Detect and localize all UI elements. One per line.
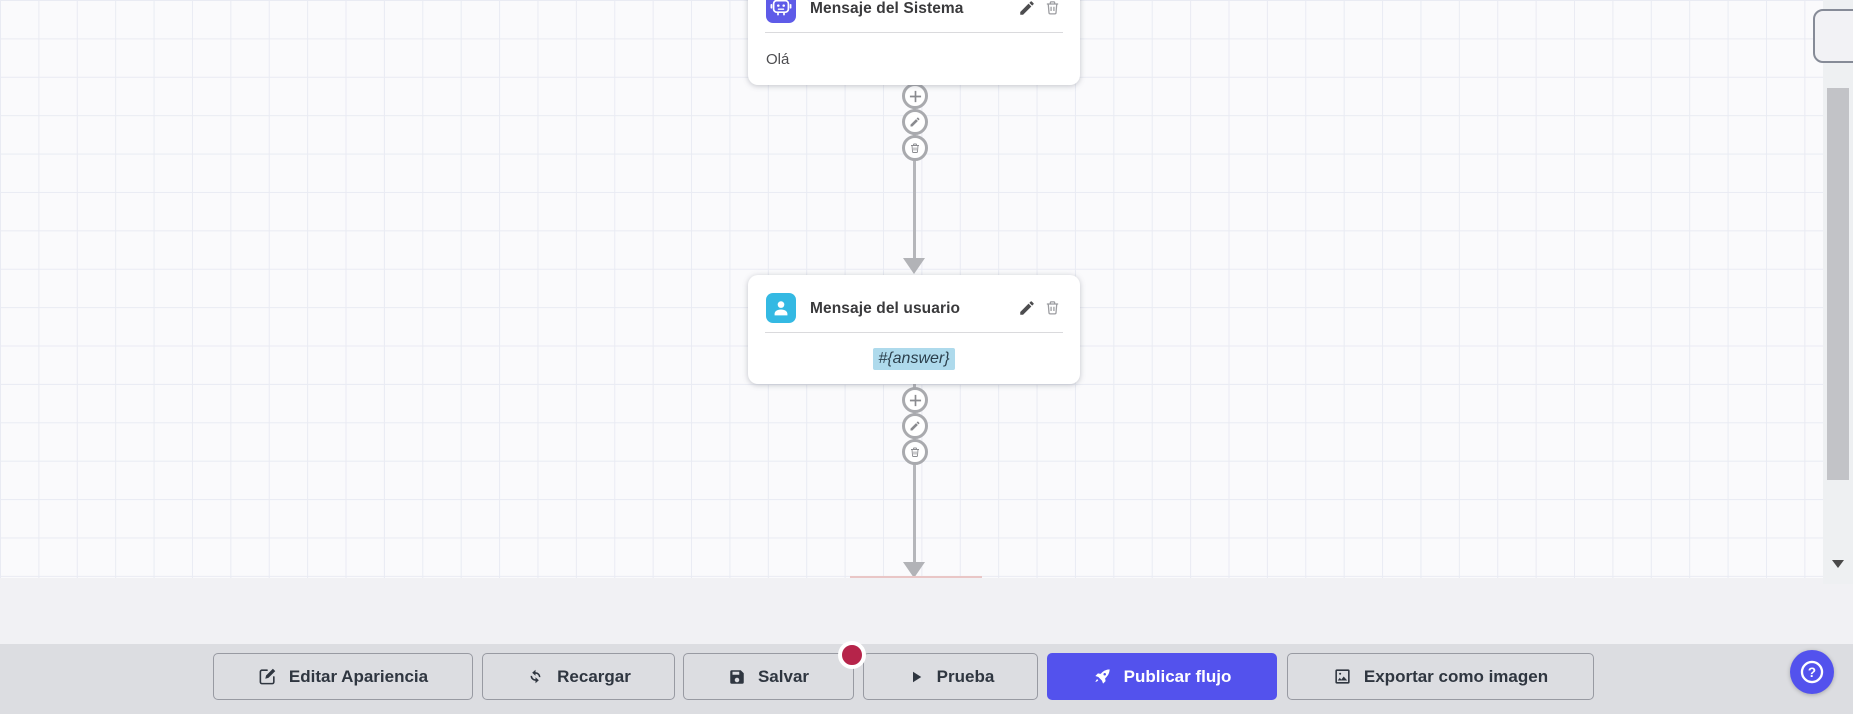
- button-label: Prueba: [936, 666, 995, 686]
- canvas-footer-strip: [0, 578, 1853, 644]
- answer-variable-chip[interactable]: #{answer}: [873, 347, 955, 370]
- bottom-toolbar: Editar Apariencia Recargar Salvar Prueba: [0, 644, 1853, 714]
- node-title: Mensaje del usuario: [810, 300, 961, 317]
- top-right-clipped-panel: [1813, 9, 1853, 63]
- connector-arrowhead-icon: [903, 258, 925, 274]
- connector-line: [913, 80, 916, 258]
- scroll-down-arrow-icon[interactable]: [1832, 560, 1844, 568]
- publish-flow-button[interactable]: Publicar flujo: [1047, 653, 1277, 700]
- node-card-system-message[interactable]: Mensaje del Sistema Olá: [748, 0, 1080, 85]
- robot-icon: [766, 0, 796, 23]
- edit-node-button[interactable]: [1018, 0, 1036, 17]
- pencil-icon: [910, 117, 920, 127]
- refresh-icon: [530, 669, 541, 684]
- delete-connector-button[interactable]: [902, 439, 928, 465]
- edit-appearance-button[interactable]: Editar Apariencia: [213, 653, 473, 700]
- divider: [765, 332, 1063, 333]
- plus-icon: [909, 90, 921, 102]
- add-node-button[interactable]: [902, 83, 928, 109]
- trash-icon: [911, 143, 919, 153]
- save-icon: [730, 669, 744, 684]
- pencil-icon: [1020, 1, 1034, 15]
- svg-text:?: ?: [1808, 665, 1816, 680]
- unsaved-changes-badge: [838, 641, 866, 669]
- edit-connector-button[interactable]: [902, 413, 928, 439]
- edit-square-icon: [259, 668, 276, 685]
- next-node-top-edge: [850, 576, 982, 578]
- help-button[interactable]: ?: [1790, 650, 1834, 694]
- question-icon: ?: [1800, 660, 1824, 684]
- trash-icon: [911, 447, 919, 457]
- edit-connector-button[interactable]: [902, 109, 928, 135]
- flow-canvas[interactable]: Mensaje del Sistema Olá Mensaje del usua…: [0, 0, 1853, 578]
- edit-node-button[interactable]: [1018, 299, 1036, 317]
- reload-button[interactable]: Recargar: [482, 653, 675, 700]
- save-button[interactable]: Salvar: [683, 653, 854, 700]
- delete-node-button[interactable]: [1044, 298, 1062, 317]
- image-icon: [1335, 669, 1350, 684]
- user-icon: [766, 293, 796, 323]
- add-node-button[interactable]: [902, 387, 928, 413]
- pencil-icon: [910, 421, 920, 431]
- delete-node-button[interactable]: [1044, 0, 1062, 17]
- button-label: Editar Apariencia: [288, 666, 429, 686]
- button-label: Exportar como imagen: [1363, 666, 1549, 686]
- node-card-user-message[interactable]: Mensaje del usuario #{answer}: [748, 275, 1080, 384]
- node-body: #{answer}: [766, 333, 1062, 384]
- node-title: Mensaje del Sistema: [810, 0, 964, 17]
- node-body-text: Olá: [766, 50, 790, 68]
- button-label: Recargar: [557, 666, 631, 686]
- export-image-button[interactable]: Exportar como imagen: [1287, 653, 1594, 700]
- connector-line: [913, 384, 916, 562]
- test-button[interactable]: Prueba: [863, 653, 1038, 700]
- delete-connector-button[interactable]: [902, 135, 928, 161]
- rocket-icon: [1095, 669, 1110, 684]
- trash-icon: [1046, 1, 1059, 15]
- vertical-scrollbar-thumb[interactable]: [1827, 88, 1849, 480]
- divider: [765, 32, 1063, 33]
- plus-icon: [909, 394, 921, 406]
- pencil-icon: [1020, 301, 1034, 315]
- trash-icon: [1046, 301, 1059, 315]
- vertical-scrollbar-track[interactable]: [1823, 0, 1853, 584]
- button-label: Publicar flujo: [1123, 666, 1232, 686]
- connector-arrowhead-icon: [903, 562, 925, 578]
- button-label: Salvar: [757, 666, 810, 686]
- play-icon: [912, 671, 921, 682]
